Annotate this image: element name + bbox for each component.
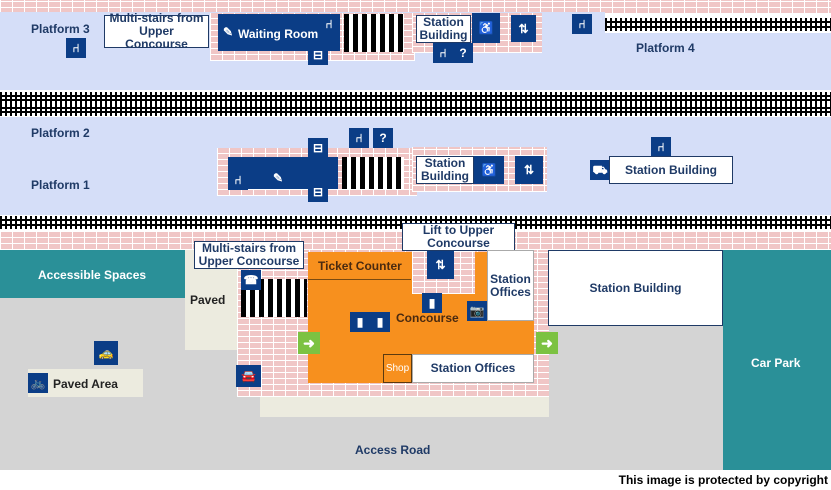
station-building-right: Station Building [609,156,733,184]
brick-wall-top [0,0,831,14]
lift-icon: ⇅ [511,15,536,42]
ticket-machine-icon: ▮ [422,293,442,313]
track-1 [0,92,831,104]
track-platform-4 [605,18,831,31]
door-icon: ⊟ [308,45,328,65]
station-offices-upper: Station Offices [487,250,534,321]
seat-icon: ⑁ [572,14,592,34]
concourse-label: Concourse [396,311,459,325]
paved-area-label: Paved Area [53,377,118,391]
waiting-room-icon: ✎ [218,22,238,42]
ticket-counter-label: Ticket Counter [318,259,402,273]
platform-4-label: Platform 4 [636,41,695,55]
accessible-spaces [0,250,185,298]
seat-icon: ⑁ [319,14,339,34]
track-2 [0,104,831,116]
accessible-wc-icon: ♿ [474,156,504,184]
waiting-room-icon: ✎ [268,168,288,188]
ticket-counter [308,252,411,280]
shop-label: Shop [385,363,410,374]
taxi-icon: 🚕 [94,341,118,365]
exit-icon-left: ➜ [298,332,320,354]
lift-icon: ⇅ [427,251,454,279]
lift-label: Lift to Upper Concourse [402,223,515,251]
platform-4 [600,33,831,90]
trolley-icon: ⛟ [590,160,610,180]
stairs-platform-1[interactable] [342,157,404,189]
platform-1-label: Platform 1 [31,178,90,192]
accessible-spaces-label: Accessible Spaces [38,268,147,282]
info-icon: ? [373,128,393,148]
multi-stairs-label-top: Multi-stairs from Upper Concourse [104,12,209,51]
door-icon: ⊟ [308,182,328,202]
station-building-p3: Station Building [416,15,471,43]
access-road-label: Access Road [355,443,431,457]
drop-off-icon: 🚘 [236,365,261,387]
seat-icon: ⑁ [433,43,453,63]
seat-icon: ⑁ [228,170,248,190]
station-building-p1: Station Building [416,156,474,184]
paved-label: Paved [190,293,226,307]
lift-icon: ⇅ [515,156,543,184]
station-offices-lower: Station Offices [412,354,534,383]
door-icon: ⊟ [308,138,328,158]
seat-icon: ⑁ [349,128,369,148]
car-park[interactable] [723,250,831,470]
bicycle-icon: 🚲 [28,373,48,393]
waiting-room-label: Waiting Room [238,27,319,41]
multi-stairs-label-bottom: Multi-stairs from Upper Concourse [194,241,304,269]
stairs-platform-3[interactable] [344,14,404,52]
car-park-label: Car Park [751,356,801,370]
ticket-machine-icon: ▮ [350,312,370,332]
station-building-ground: Station Building [548,250,723,326]
accessible-wc-icon: ♿ [472,13,500,43]
ticket-machine-icon: ▮ [370,312,390,332]
seat-icon: ⑁ [651,137,671,157]
exit-icon-right: ➜ [536,332,558,354]
seat-icon: ⑁ [66,38,86,58]
camera-icon: 📷 [467,301,487,321]
phone-icon: ☎ [241,270,261,290]
copyright-notice: This image is protected by copyright [618,473,828,487]
info-icon: ? [453,43,473,63]
shop[interactable]: Shop [383,354,412,383]
platform-3-label: Platform 3 [31,22,90,36]
platform-2-label: Platform 2 [31,126,90,140]
